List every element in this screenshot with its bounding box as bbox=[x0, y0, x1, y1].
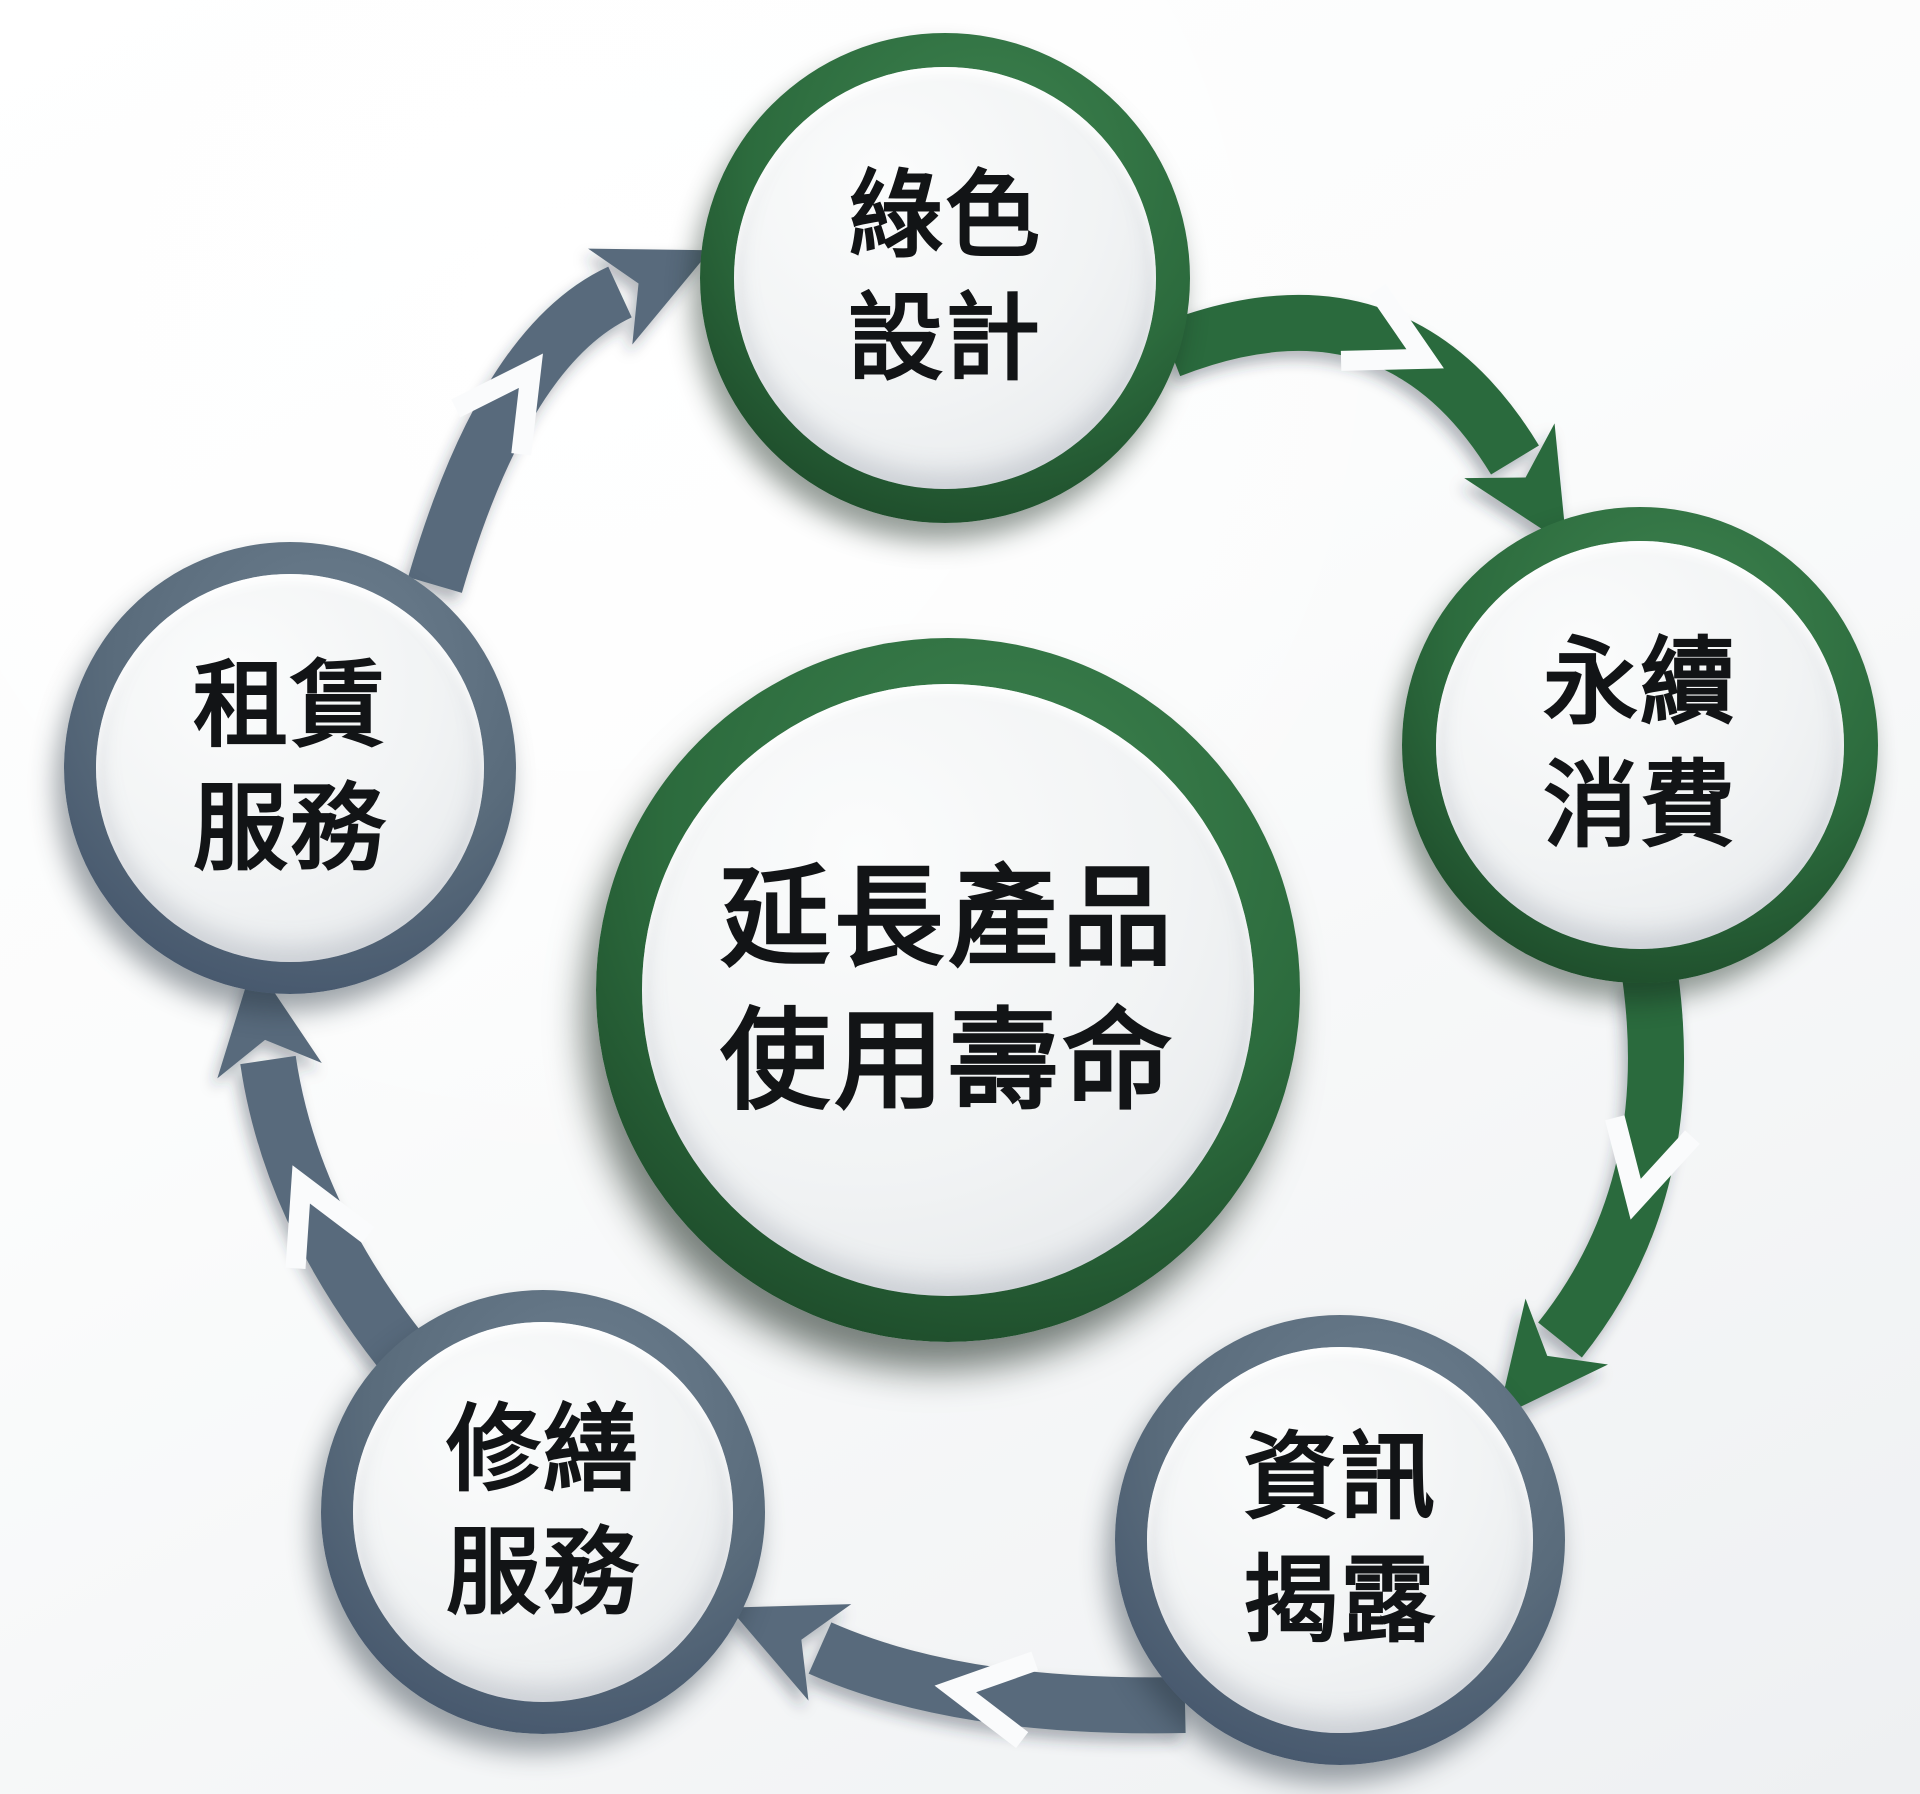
chevron-notch-disclosure-to-repair bbox=[934, 1651, 1038, 1748]
node-face: 延長產品 使用壽命 bbox=[642, 684, 1254, 1296]
node-label-line: 租賃 bbox=[192, 650, 387, 761]
curved-arrow-repair-service-to-rental-service bbox=[217, 961, 423, 1368]
chevron-notch-rental-to-design bbox=[451, 353, 543, 456]
curved-arrow-green-design-to-sustainable-consumption bbox=[1159, 295, 1567, 546]
node-label: 修繕 服務 bbox=[353, 1322, 733, 1702]
node-label-line: 修繕 bbox=[445, 1394, 640, 1505]
node-label-line: 消費 bbox=[1542, 751, 1737, 861]
node-label-line: 設計 bbox=[847, 284, 1042, 394]
node-label-line: 服務 bbox=[445, 1518, 640, 1628]
node-label-line: 永續 bbox=[1542, 627, 1737, 738]
node-repair-service: 修繕 服務 bbox=[321, 1290, 765, 1734]
node-face: 永續 消費 bbox=[1436, 541, 1844, 949]
node-face: 修繕 服務 bbox=[353, 1322, 733, 1702]
node-rental-service: 租賃 服務 bbox=[64, 542, 516, 994]
node-label-line: 資訊 bbox=[1242, 1422, 1437, 1533]
node-label-line: 揭露 bbox=[1242, 1546, 1437, 1656]
curved-arrow-information-disclosure-to-repair-service bbox=[728, 1604, 1186, 1734]
node-face: 租賃 服務 bbox=[96, 574, 484, 962]
node-label: 資訊 揭露 bbox=[1147, 1347, 1533, 1733]
node-label: 永續 消費 bbox=[1436, 541, 1844, 949]
node-label-line: 延長產品 bbox=[720, 854, 1176, 982]
node-face: 綠色 設計 bbox=[734, 67, 1156, 489]
node-label-line: 使用壽命 bbox=[720, 997, 1176, 1125]
node-label: 綠色 設計 bbox=[734, 67, 1156, 489]
node-label: 延長產品 使用壽命 bbox=[642, 684, 1254, 1296]
node-label-line: 服務 bbox=[192, 774, 387, 884]
curved-arrow-rental-service-to-green-design bbox=[408, 248, 711, 593]
node-label: 租賃 服務 bbox=[96, 574, 484, 962]
node-sustainable-consumption: 永續 消費 bbox=[1402, 507, 1878, 983]
node-face: 資訊 揭露 bbox=[1147, 1347, 1533, 1733]
chevron-notch-repair-to-rental bbox=[285, 1165, 375, 1269]
curved-arrow-sustainable-consumption-to-information-disclosure bbox=[1497, 971, 1684, 1418]
node-green-design: 綠色 設計 bbox=[700, 33, 1190, 523]
chevron-notch-design-to-consumption bbox=[1340, 283, 1444, 371]
node-extend-product-lifespan: 延長產品 使用壽命 bbox=[596, 638, 1300, 1342]
node-information-disclosure: 資訊 揭露 bbox=[1115, 1315, 1565, 1765]
node-label-line: 綠色 bbox=[847, 160, 1042, 271]
chevron-notch-consumption-to-disclosure bbox=[1605, 1115, 1700, 1220]
